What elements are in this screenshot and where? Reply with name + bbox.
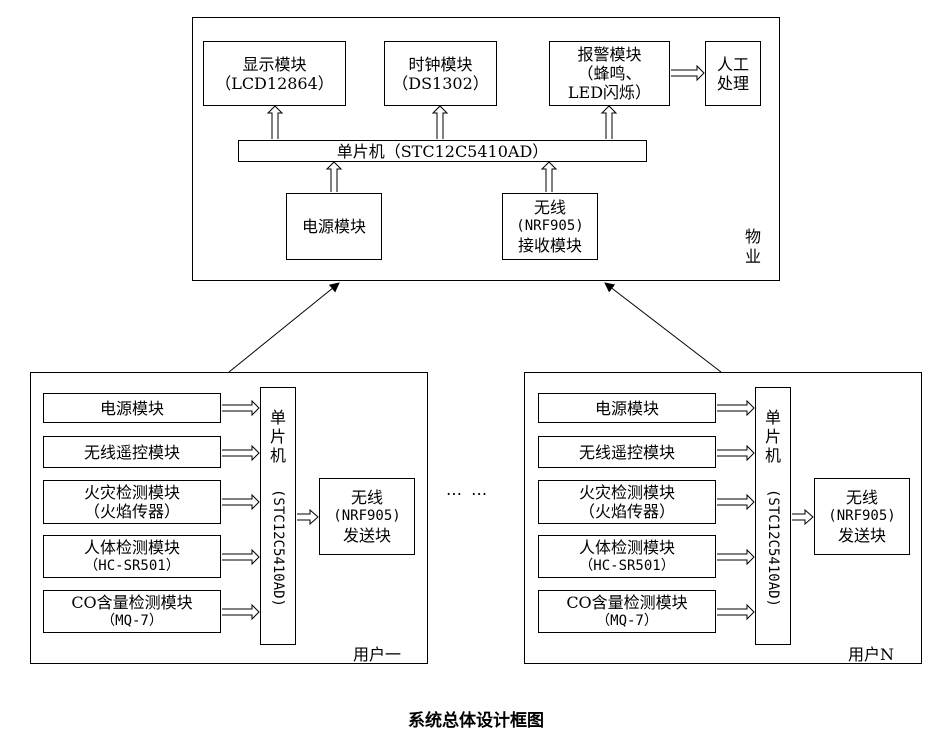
user1-fire-module: 火灾检测模块 （火焰传器） xyxy=(43,480,221,524)
diagram-caption: 系统总体设计框图 xyxy=(408,711,544,731)
userN-co-line2: （MQ-7） xyxy=(596,612,658,629)
user1-power-module: 电源模块 xyxy=(43,393,221,423)
userN-mcu-label: 单片机 xyxy=(764,408,781,465)
user1-fire-line2: （火焰传器） xyxy=(83,502,180,521)
user1-mcu-label: 单片机 xyxy=(269,408,286,465)
receiver-line2: (NRF905) xyxy=(516,218,584,234)
clock-module-chip: （DS1302） xyxy=(392,73,489,93)
userN-fire-module: 火灾检测模块 （火焰传器） xyxy=(538,480,716,524)
userN-sender-line3: 发送块 xyxy=(837,526,886,545)
userN-co-module: CO含量检测模块 （MQ-7） xyxy=(538,590,716,633)
mcu-to-display-arrow xyxy=(266,105,284,139)
user1-human-line2: （HC-SR501） xyxy=(84,557,180,574)
receiver-line3: 接收模块 xyxy=(517,236,582,255)
userN-sender-module: 无线 (NRF905) 发送块 xyxy=(814,478,910,555)
property-power-module: 电源模块 xyxy=(286,193,382,260)
user1-remote-module: 无线遥控模块 xyxy=(43,436,221,468)
ellipsis: … … xyxy=(446,480,490,499)
userN-human-line2: （HC-SR501） xyxy=(579,557,675,574)
userN-power-label: 电源模块 xyxy=(594,398,659,418)
userN-mcu: 单片机 xyxy=(755,387,791,645)
property-power-label: 电源模块 xyxy=(301,217,366,236)
userN-input-arrows xyxy=(717,399,755,621)
userN-frame xyxy=(524,372,922,664)
clock-module-name: 时钟模块 xyxy=(408,54,473,74)
user1-input-arrows xyxy=(222,399,260,621)
alarm-to-manual-arrow xyxy=(671,64,705,82)
user1-co-line2: （MQ-7） xyxy=(101,612,163,629)
property-label: 物业 xyxy=(745,227,762,266)
userN-mcu-to-sender-arrow xyxy=(792,508,814,526)
display-module-name: 显示模块 xyxy=(242,54,307,74)
userN-sender-line1: 无线 xyxy=(845,488,878,507)
display-module: 显示模块 （LCD12864） xyxy=(203,41,346,106)
user1-label: 用户一 xyxy=(353,645,402,664)
alarm-module-detail-2: LED闪烁） xyxy=(567,83,652,102)
receiver-module: 无线 (NRF905) 接收模块 xyxy=(502,193,598,260)
user1-mcu-to-sender-arrow xyxy=(297,508,319,526)
user1-human-module: 人体检测模块 （HC-SR501） xyxy=(43,535,221,578)
userN-power-module: 电源模块 xyxy=(538,393,716,423)
property-mcu-label: 单片机（STC12C5410AD） xyxy=(336,141,549,161)
property-label-wu: 物业 xyxy=(745,227,763,267)
receiver-line1: 无线 xyxy=(533,198,566,217)
property-frame xyxy=(192,17,780,281)
user1-human-line1: 人体检测模块 xyxy=(83,537,180,557)
manual-handling-line1: 人工 xyxy=(716,54,749,74)
user1-frame xyxy=(30,372,428,664)
alarm-module-detail-1: （蜂鸣、 xyxy=(577,64,642,83)
userN-label: 用户N xyxy=(848,645,895,664)
userN-to-property-link xyxy=(604,282,722,373)
user1-sender-line2: (NRF905) xyxy=(333,508,401,524)
user1-mcu: 单片机 xyxy=(260,387,296,645)
manual-handling-box: 人工 处理 xyxy=(705,41,761,106)
userN-sender-line2: (NRF905) xyxy=(828,508,896,524)
alarm-module-name: 报警模块 xyxy=(577,45,642,64)
clock-module: 时钟模块 （DS1302） xyxy=(384,41,497,106)
user1-co-module: CO含量检测模块 （MQ-7） xyxy=(43,590,221,633)
user1-co-line1: CO含量检测模块 xyxy=(71,592,193,612)
user1-sender-line1: 无线 xyxy=(350,488,383,507)
mcu-to-clock-arrow xyxy=(431,105,449,139)
userN-co-line1: CO含量检测模块 xyxy=(566,592,688,612)
userN-human-module: 人体检测模块 （HC-SR501） xyxy=(538,535,716,578)
user1-remote-label: 无线遥控模块 xyxy=(83,442,180,462)
mcu-to-alarm-arrow xyxy=(600,105,618,139)
userN-fire-line1: 火灾检测模块 xyxy=(578,483,675,502)
manual-handling-line2: 处理 xyxy=(716,73,749,93)
property-mcu: 单片机（STC12C5410AD） xyxy=(238,140,647,162)
user1-sender-module: 无线 (NRF905) 发送块 xyxy=(319,478,415,555)
user1-sender-line3: 发送块 xyxy=(342,526,391,545)
userN-remote-module: 无线遥控模块 xyxy=(538,436,716,468)
userN-human-line1: 人体检测模块 xyxy=(578,537,675,557)
display-module-chip: （LCD12864） xyxy=(215,73,334,93)
userN-remote-label: 无线遥控模块 xyxy=(578,442,675,462)
userN-fire-line2: （火焰传器） xyxy=(578,502,675,521)
alarm-module: 报警模块 （蜂鸣、 LED闪烁） xyxy=(549,41,670,106)
user1-fire-line1: 火灾检测模块 xyxy=(83,483,180,502)
power-to-mcu-arrow xyxy=(325,161,343,192)
user1-to-property-link xyxy=(228,282,340,373)
receiver-to-mcu-arrow xyxy=(540,161,558,192)
user1-power-label: 电源模块 xyxy=(99,398,164,418)
